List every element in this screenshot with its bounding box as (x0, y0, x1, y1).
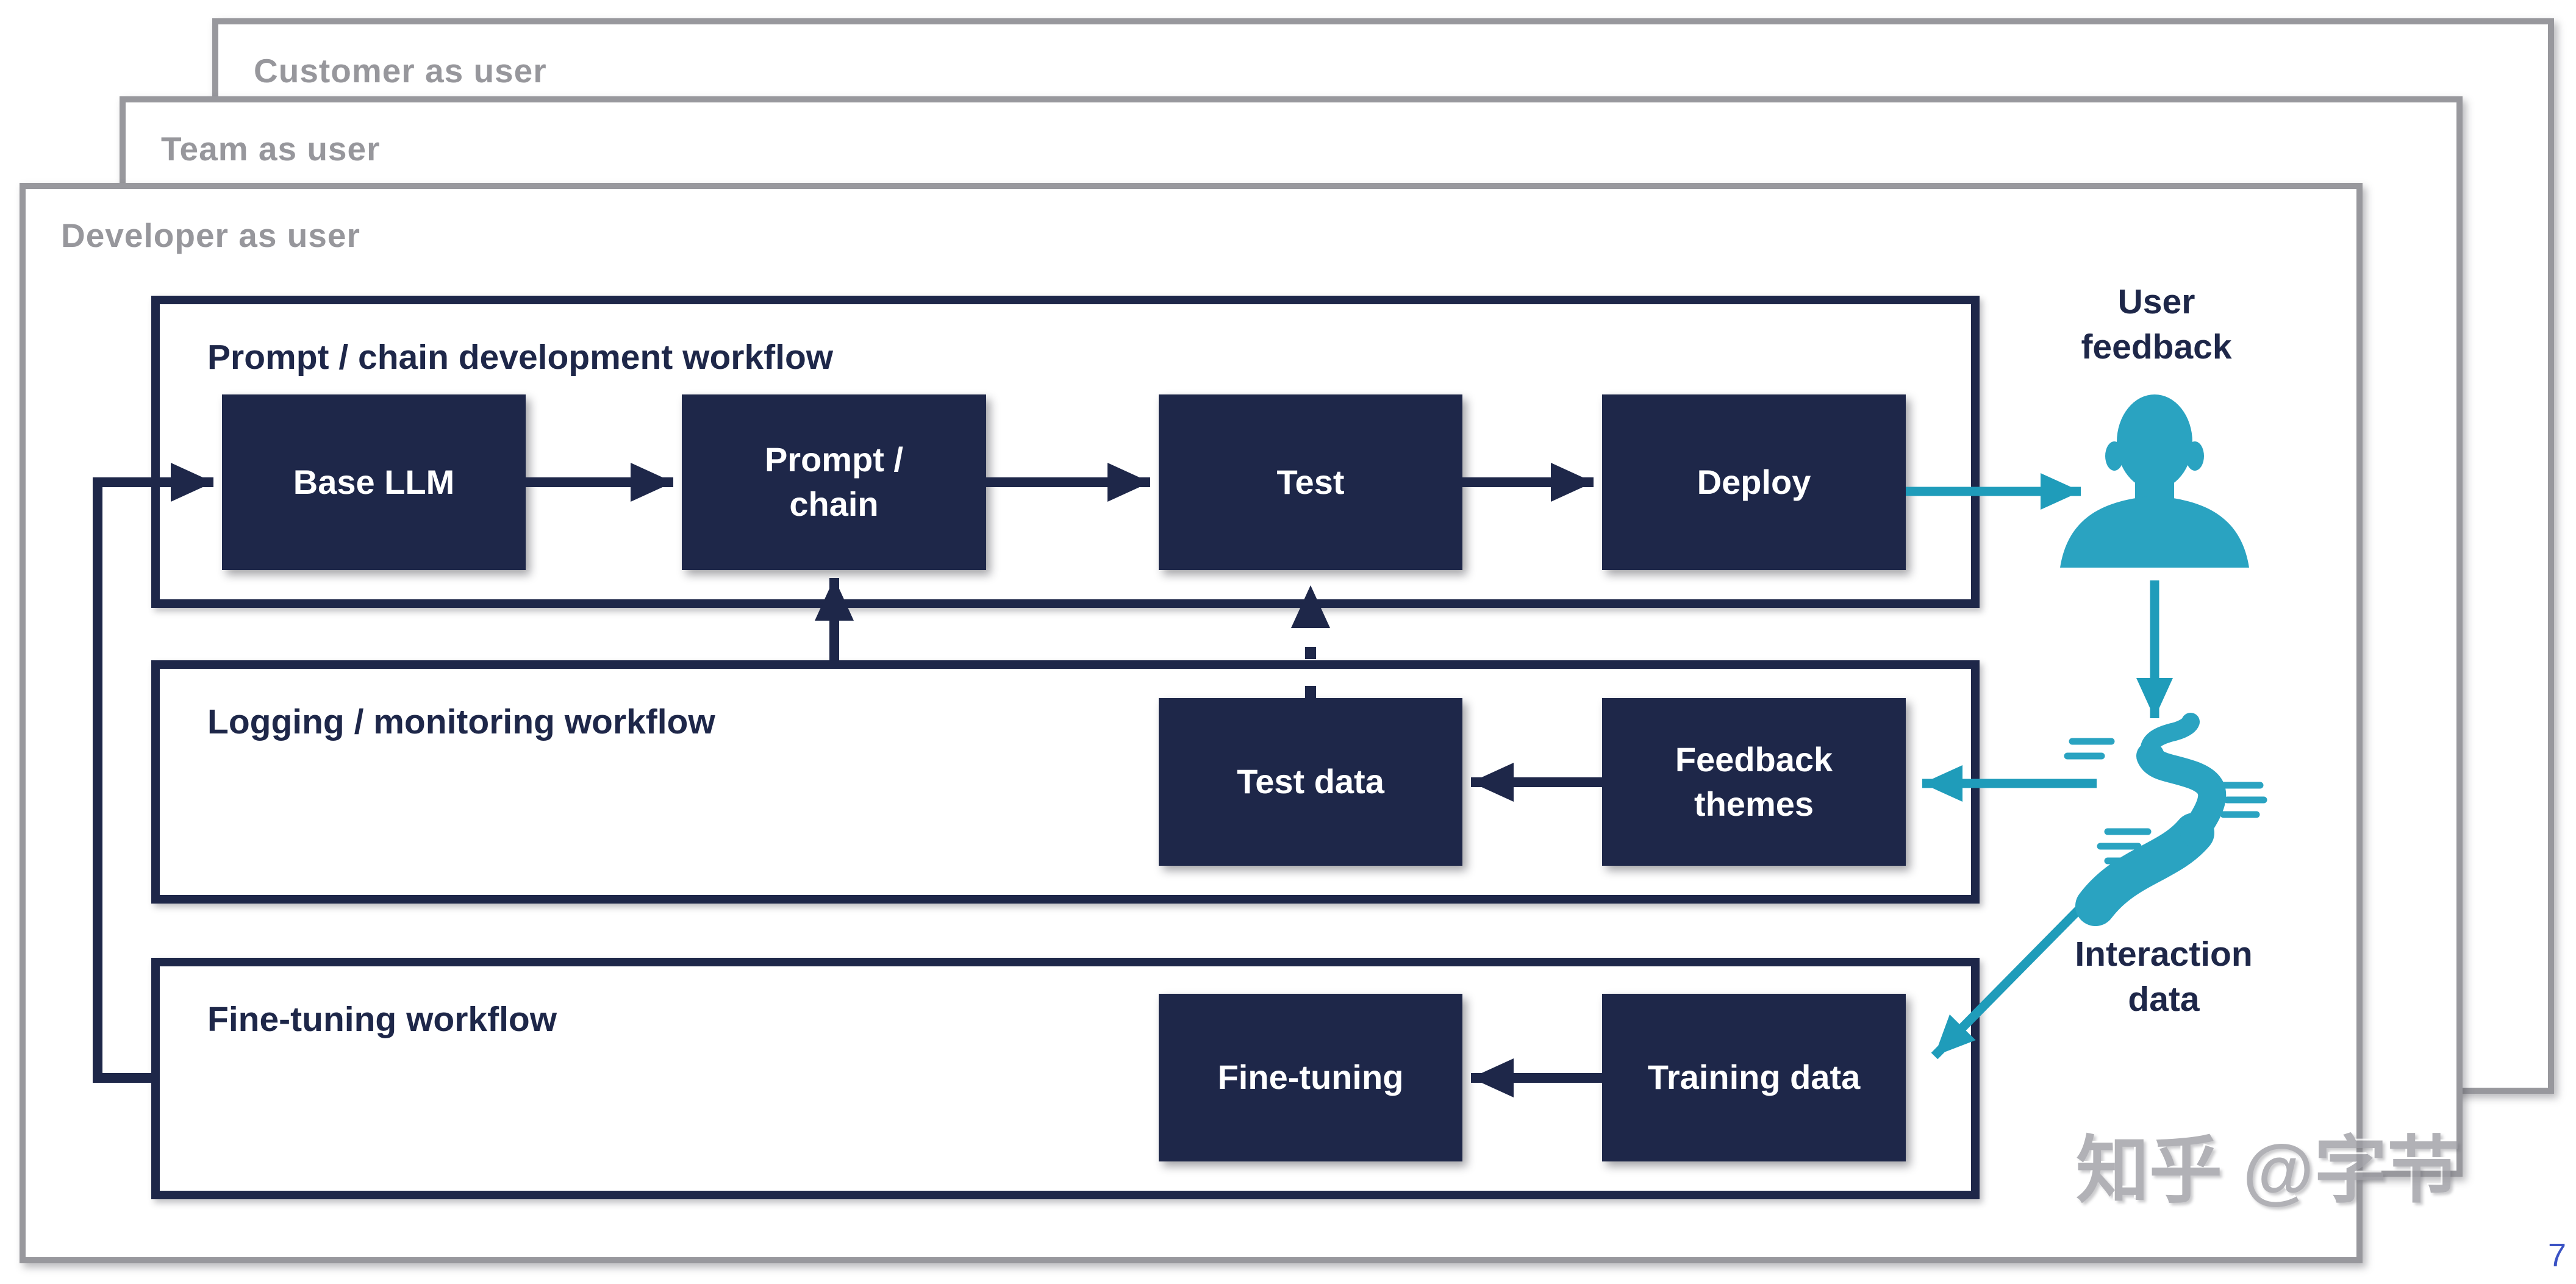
node-label: chain (789, 485, 879, 523)
node-label: Feedback (1675, 740, 1833, 779)
node-prompt-chain: Prompt / chain (682, 394, 986, 570)
zhihu-watermark: 知乎 @字节 (2076, 1130, 2461, 1211)
node-label: Test data (1237, 762, 1384, 801)
node-label: themes (1694, 784, 1814, 823)
label-line: data (2128, 980, 2200, 1019)
node-label: Test (1276, 462, 1345, 501)
workflow-title-fine-tuning: Fine-tuning workflow (207, 1000, 557, 1039)
node-training-data: Training data (1602, 994, 1906, 1161)
workflow-title-logging: Logging / monitoring workflow (207, 702, 715, 741)
node-label: Base LLM (293, 462, 455, 501)
label-user-feedback: User feedback (2031, 279, 2282, 369)
node-label: Training data (1647, 1058, 1861, 1097)
label-line: feedback (2081, 327, 2232, 367)
node-label: Deploy (1697, 462, 1811, 501)
frame-label-developer: Developer as user (61, 216, 360, 254)
node-fine-tuning: Fine-tuning (1159, 994, 1462, 1161)
frame-label-team: Team as user (161, 130, 381, 168)
page-number: 7 (2548, 1237, 2567, 1274)
node-deploy: Deploy (1602, 394, 1906, 570)
node-label: Fine-tuning (1217, 1058, 1404, 1097)
node-test-data: Test data (1159, 698, 1462, 866)
node-base-llm: Base LLM (222, 394, 526, 570)
workflow-title-prompt-chain: Prompt / chain development workflow (207, 338, 834, 377)
frame-label-customer: Customer as user (254, 52, 547, 90)
node-feedback-themes: Feedback themes (1602, 698, 1906, 866)
label-line: User (2117, 282, 2195, 321)
node-label: Prompt / (764, 440, 904, 479)
label-interaction-data: Interaction data (2023, 932, 2304, 1022)
label-line: Interaction (2075, 935, 2253, 974)
node-test: Test (1159, 394, 1462, 570)
